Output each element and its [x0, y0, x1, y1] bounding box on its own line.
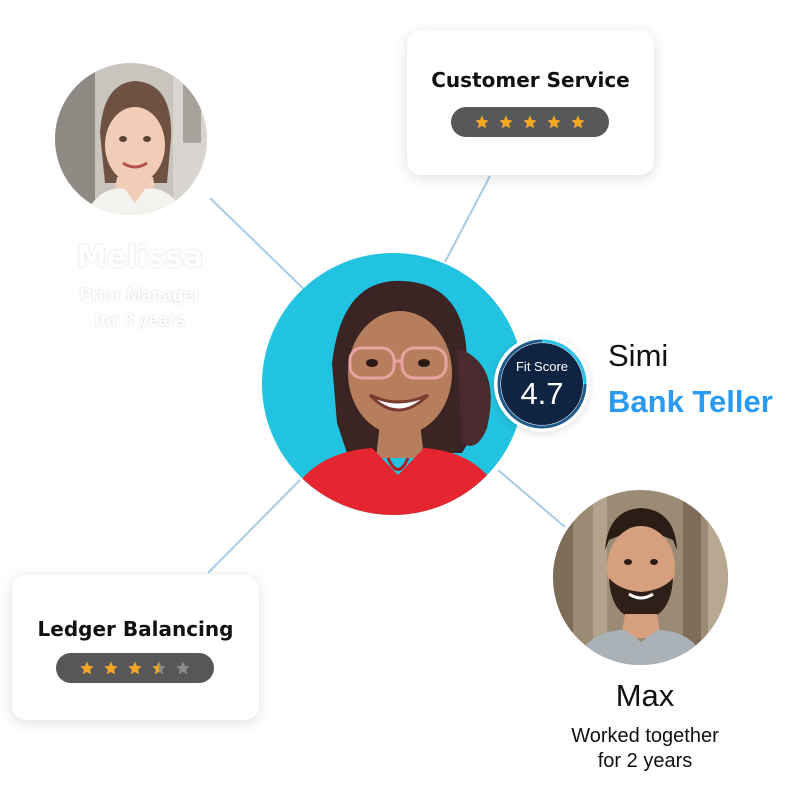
ledger-balancing-card: Ledger Balancing [12, 575, 259, 720]
melissa-avatar [55, 63, 207, 215]
candidate-avatar [262, 253, 524, 515]
customer-service-title: Customer Service [431, 68, 630, 92]
melissa-relation-line2: for 3 years [94, 310, 186, 330]
fit-score-ring [497, 339, 587, 429]
customer-service-rating [451, 107, 609, 137]
fit-score-badge: Fit Score 4.7 [494, 336, 590, 432]
max-avatar [553, 490, 728, 665]
fit-score-value: 4.7 [520, 376, 564, 411]
star-icon [523, 115, 537, 129]
max-relation-line2: for 2 years [597, 750, 693, 772]
ledger-balancing-title: Ledger Balancing [37, 617, 234, 641]
star-icon [547, 115, 561, 129]
connector-customer-service [444, 175, 491, 263]
star-icon [499, 115, 513, 129]
fit-score-inner: Fit Score 4.7 [501, 343, 583, 425]
melissa-name: Melissa [76, 240, 204, 275]
connector-ledger-balancing [207, 479, 301, 574]
empty-star-icon [176, 661, 190, 675]
candidate-name: Simi [608, 338, 669, 373]
ledger-balancing-rating [56, 653, 214, 683]
star-icon [475, 115, 489, 129]
star-icon [128, 661, 142, 675]
star-icon [80, 661, 94, 675]
connector-melissa [209, 197, 311, 296]
max-name: Max [615, 678, 675, 713]
customer-service-card: Customer Service [407, 30, 654, 175]
melissa-relation-line1: Prior Manager [79, 285, 201, 305]
star-icon [104, 661, 118, 675]
fit-score-label: Fit Score [515, 359, 568, 374]
star-icon [571, 115, 585, 129]
candidate-role: Bank Teller [608, 384, 773, 419]
connector-max [497, 469, 566, 528]
max-relation-line1: Worked together [571, 725, 719, 747]
half-star-icon [152, 661, 166, 675]
